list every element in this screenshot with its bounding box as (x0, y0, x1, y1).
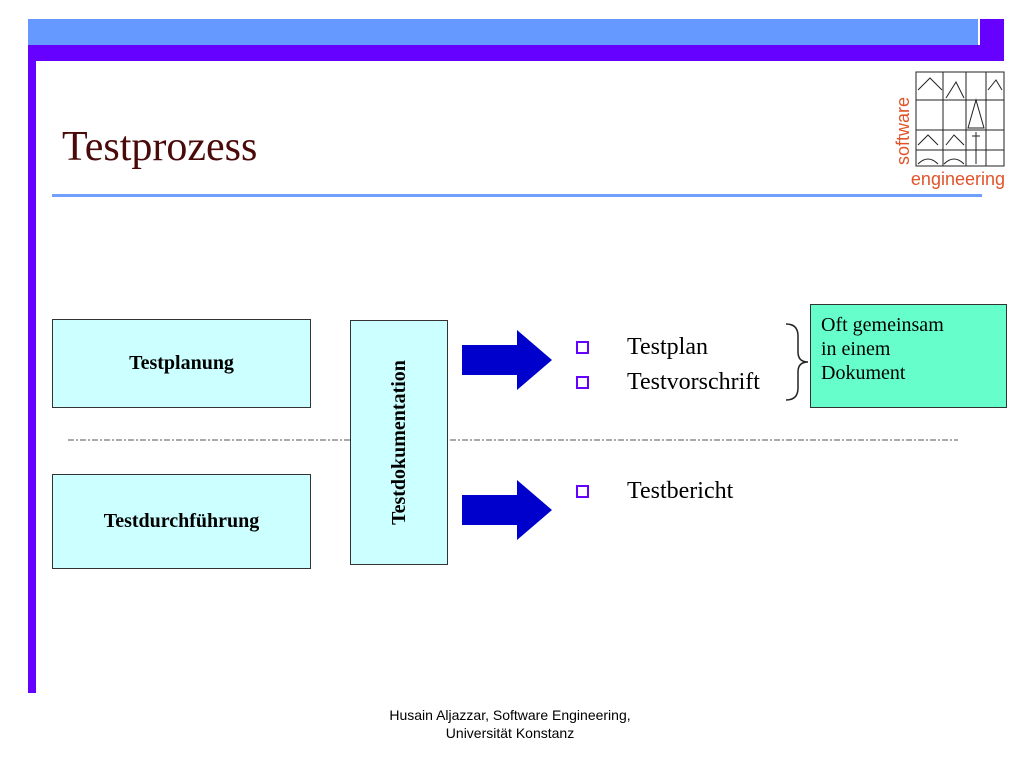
testplanung-box: Testplanung (52, 319, 311, 408)
footer-line: Husain Aljazzar, Software Engineering, (389, 707, 631, 723)
square-bullet-icon (576, 485, 589, 498)
logo-word-software: software (893, 96, 913, 165)
testplanung-label: Testplanung (129, 352, 234, 374)
note-line: Oft gemeinsam (821, 314, 944, 336)
university-logo-icon: engineering (911, 71, 1005, 189)
testdurchfuehrung-label: Testdurchführung (103, 510, 260, 532)
testdokumentation-label: Testdokumentation (387, 360, 410, 525)
left-accent-bar (28, 47, 36, 693)
right-brace-icon (785, 323, 809, 401)
arrow-right-icon (462, 330, 552, 390)
square-bullet-icon (576, 341, 589, 354)
output-label: Testbericht (627, 478, 734, 504)
title-rule (52, 194, 982, 197)
list-item: Testplan (574, 330, 760, 365)
note-line: in einem (821, 338, 891, 360)
phase-divider (68, 439, 958, 441)
execution-outputs-list: Testbericht (574, 474, 733, 509)
output-label: Testvorschrift (627, 369, 760, 395)
note-line: Dokument (821, 362, 906, 384)
top-accent-bar (28, 19, 978, 47)
testdurchfuehrung-box: Testdurchführung (52, 474, 311, 569)
shared-document-note: Oft gemeinsam in einem Dokument (810, 304, 1007, 408)
slide-title: Testprozess (62, 124, 258, 170)
top-accent-line (28, 45, 1004, 61)
planning-outputs-list: Testplan Testvorschrift (574, 330, 760, 400)
logo-word-engineering: engineering (911, 169, 1005, 189)
slide-footer: Husain Aljazzar, Software Engineering, U… (360, 706, 660, 742)
arrow-right-icon (462, 480, 552, 540)
list-item: Testvorschrift (574, 365, 760, 400)
footer-line: Universität Konstanz (445, 725, 575, 742)
output-label: Testplan (627, 334, 708, 360)
square-bullet-icon (576, 376, 589, 389)
testdokumentation-box: Testdokumentation (350, 320, 448, 565)
list-item: Testbericht (574, 474, 733, 509)
top-right-square (980, 19, 1004, 45)
